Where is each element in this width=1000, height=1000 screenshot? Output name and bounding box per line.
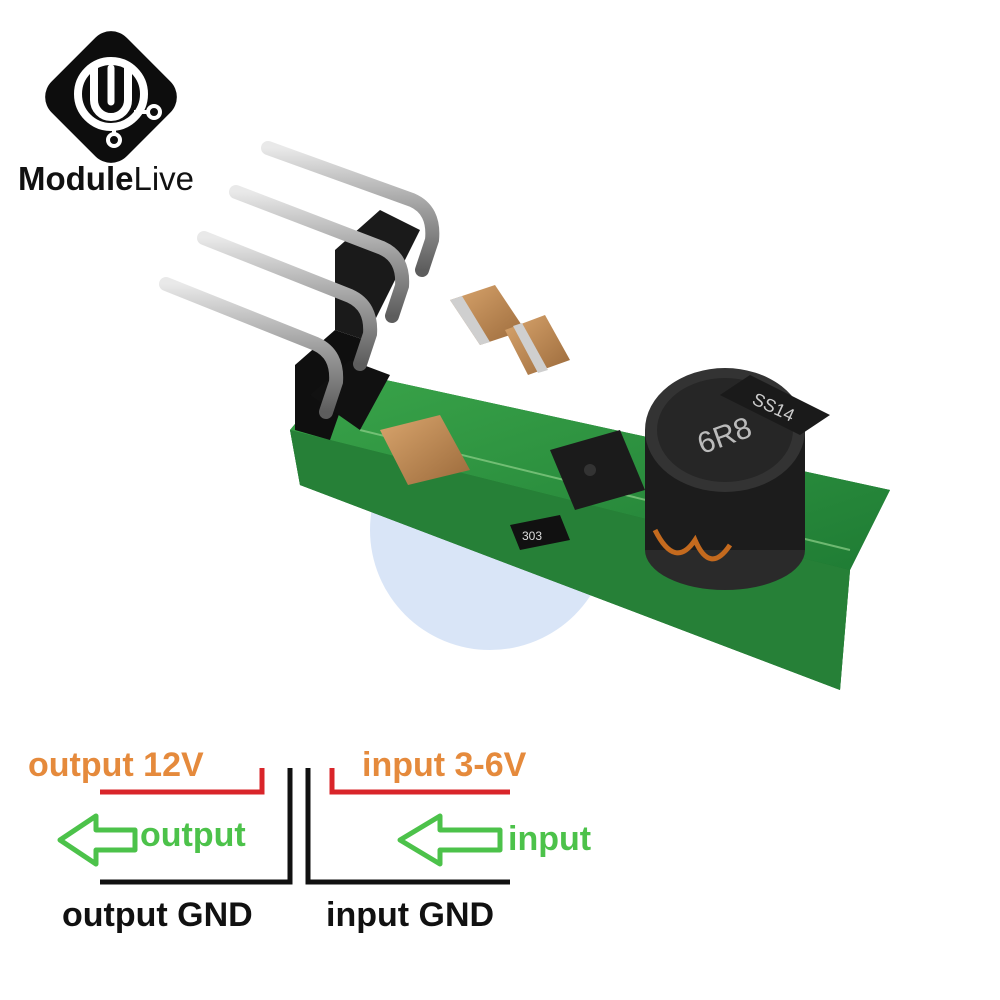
smd-capacitors [380,285,570,485]
resistor-303: 303 [510,515,570,550]
svg-text:303: 303 [522,529,542,543]
input-3-6v-line [329,768,510,795]
brand-name-module: Module [18,160,134,197]
input-gnd-label: input GND [326,896,495,934]
output-12v-line [100,768,265,795]
ic-chip [550,430,645,510]
pinout-diagram: output 12V input 3-6V output input outpu… [0,730,1000,1000]
brand-name-live: Live [133,160,195,197]
output-gnd-label: output GND [62,896,253,934]
header-pins [159,141,440,419]
output-arrow-icon [57,813,138,867]
output-voltage-label: output 12V [28,746,204,784]
input-voltage-label: input 3-6V [362,746,527,784]
input-arrow-icon [397,813,503,867]
brand-logo-icon [45,31,177,163]
output-arrow-label: output [140,816,246,854]
input-gnd-line [305,768,510,885]
diode-ss14: SS14 [720,375,830,435]
brand-name: ModuleLive [18,160,194,198]
boost-converter-module-photo: 6R8 SS14 303 [159,141,890,690]
diagram-lines [57,768,510,885]
input-arrow-label: input [508,820,592,858]
output-gnd-line [100,768,293,885]
